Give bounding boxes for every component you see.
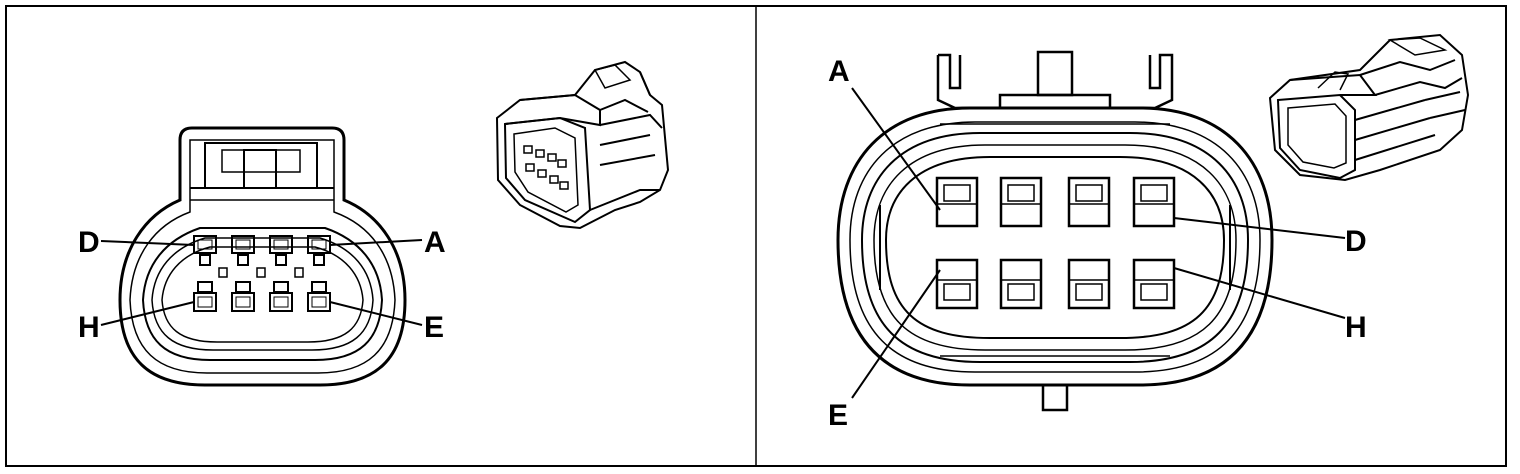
right-pin-E (935, 258, 979, 310)
right-leader-lines (851, 87, 1346, 399)
left-label-bottom-left: H (78, 311, 100, 344)
left-pin-H (193, 281, 217, 312)
right-pin-F (999, 258, 1043, 310)
left-label-top-right: A (424, 226, 446, 259)
right-label-bottom-left: E (828, 399, 848, 432)
right-connector-3d-view (1268, 33, 1470, 182)
right-pin-C (1067, 176, 1111, 228)
left-label-top-left: D (78, 226, 100, 259)
left-pin-C (231, 235, 255, 266)
right-panel: A D E H (828, 33, 1470, 432)
left-connector-3d-view (495, 60, 670, 230)
left-label-bottom-right: E (424, 311, 444, 344)
right-label-bottom-right: H (1345, 311, 1367, 344)
left-leader-lines (100, 239, 423, 326)
left-connector-face (118, 126, 407, 387)
left-pin-E (307, 281, 331, 312)
right-pin-G (1067, 258, 1111, 310)
right-pin-B (999, 176, 1043, 228)
left-pin-F (269, 281, 293, 312)
right-pin-D (1132, 176, 1176, 228)
right-label-top-left: A (828, 55, 850, 88)
right-label-top-right: D (1345, 225, 1367, 258)
right-pin-A (935, 176, 979, 228)
left-pin-B (269, 235, 293, 266)
left-panel: D A H E (78, 60, 670, 387)
left-pin-grid (193, 235, 331, 312)
right-pin-H (1132, 258, 1176, 310)
left-pin-G (231, 281, 255, 312)
right-connector-face (836, 50, 1274, 412)
right-pin-grid (935, 176, 1176, 310)
